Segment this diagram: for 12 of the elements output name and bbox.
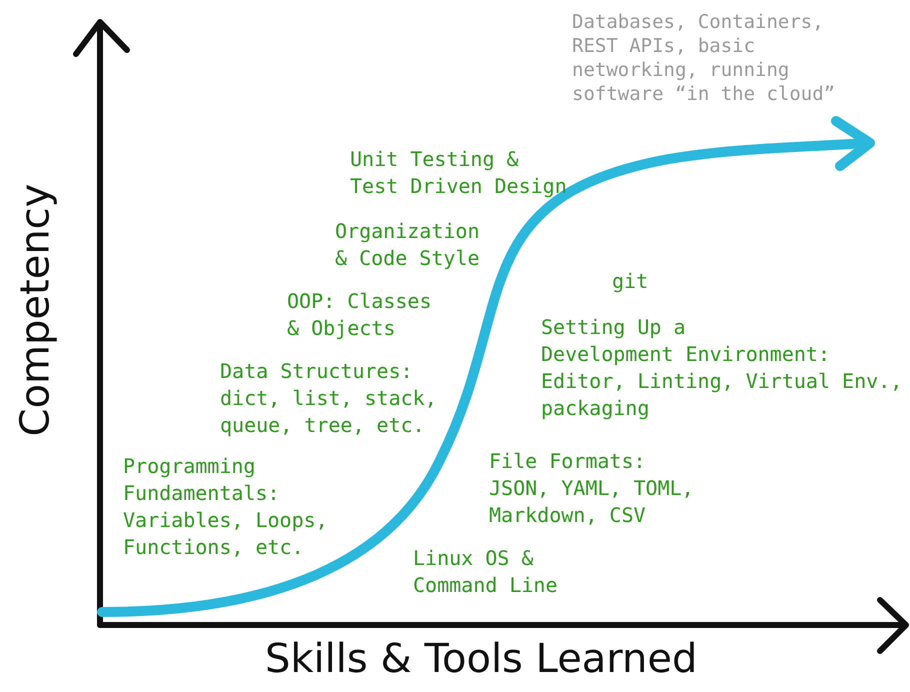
skill-label: Setting Up a Development Environment: Editor, Linting, Virtual Env., packaging (541, 314, 902, 422)
skill-label: File Formats: JSON, YAML, TOML, Markdown, CSV (489, 448, 694, 529)
skill-label: git (612, 268, 648, 295)
axis-title: Competency (12, 184, 58, 436)
skill-label: Unit Testing & Test Driven Design (350, 146, 567, 200)
skill-label: Programming Fundamentals: Variables, Loops, Functions, etc. (123, 453, 328, 561)
note-text: Databases, Containers, REST APIs, basic networking, running software “in the cloud” (572, 10, 836, 106)
skill-label: Linux OS & Command Line (413, 545, 558, 599)
skill-label: Data Structures: dict, list, stack, queue, tree, etc. (220, 358, 437, 439)
axis-title: Skills & Tools Learned (265, 636, 698, 682)
skill-label: OOP: Classes & Objects (287, 288, 432, 342)
skill-label: Organization & Code Style (335, 218, 480, 272)
